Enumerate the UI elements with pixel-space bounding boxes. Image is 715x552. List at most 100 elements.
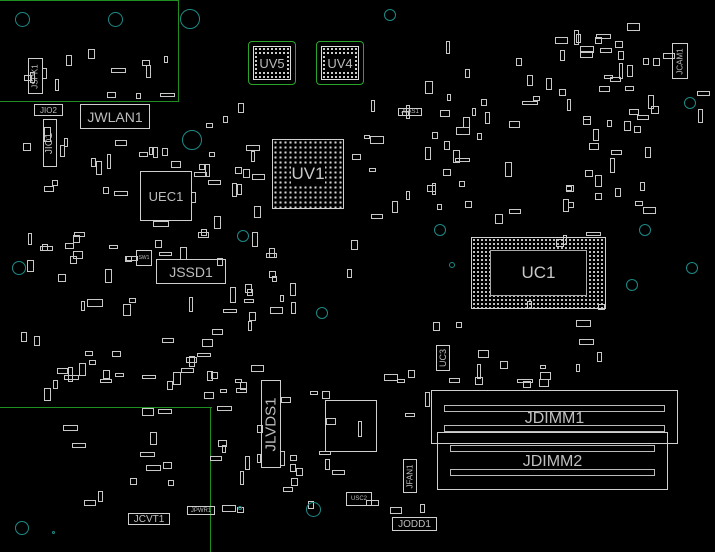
smd-pad <box>141 60 150 67</box>
smd-pad <box>595 175 603 187</box>
component-bga-socket[interactable] <box>325 400 377 452</box>
component-uv1[interactable]: UV1 <box>272 139 344 209</box>
component-label: JDIMM1 <box>524 410 585 427</box>
smd-pad <box>222 504 237 512</box>
smd-pad <box>162 147 169 156</box>
component-jio2[interactable]: JIO2 <box>34 104 63 116</box>
smd-pad <box>559 50 566 61</box>
component-uec1[interactable]: UEC1 <box>140 171 192 221</box>
component-uv5[interactable]: UV5 <box>248 41 296 85</box>
component-label: JLAS1 <box>401 109 419 115</box>
smd-pad <box>396 378 405 384</box>
smd-pad <box>250 151 255 162</box>
component-label: USC2 <box>350 496 367 502</box>
smd-pad <box>40 246 53 251</box>
smd-pad <box>240 470 245 486</box>
smd-pad <box>199 163 205 170</box>
smd-pad <box>214 216 222 230</box>
component-usc2[interactable]: USC2 <box>346 492 372 506</box>
smd-pad <box>222 445 227 453</box>
smd-pad <box>282 486 294 492</box>
component-label: JLVDS1 <box>262 397 280 451</box>
component-jlas1[interactable]: JLAS1 <box>398 108 422 116</box>
smd-pad <box>653 58 660 66</box>
smd-pad <box>573 30 579 45</box>
smd-pad <box>212 328 223 335</box>
smd-pad <box>607 119 612 127</box>
component-jwlan1[interactable]: JWLAN1 <box>80 104 150 129</box>
smd-pad <box>243 298 255 304</box>
smd-pad <box>593 129 599 141</box>
component-jdimm1[interactable]: JDIMM1 <box>431 390 678 444</box>
component-jio1[interactable]: JIO1 <box>43 119 57 167</box>
mounting-hole <box>639 224 651 236</box>
component-jcvt1[interactable]: JCVT1 <box>128 513 170 525</box>
component-jpwr1[interactable]: JPWR1 <box>187 506 215 515</box>
smd-pad <box>146 64 151 78</box>
smd-pad <box>545 77 553 90</box>
smd-pad <box>390 506 402 515</box>
smd-pad <box>363 135 370 140</box>
smd-pad <box>113 190 128 197</box>
smd-pad <box>152 146 159 158</box>
mounting-hole <box>684 97 696 109</box>
smd-pad <box>250 364 265 373</box>
component-jspk1[interactable]: JSPK1 <box>28 58 43 94</box>
smd-pad <box>626 22 640 31</box>
smd-pad <box>211 371 219 379</box>
component-jcam1[interactable]: JCAM1 <box>672 43 688 79</box>
smd-pad <box>234 378 243 383</box>
component-label: JFAN1 <box>405 463 415 489</box>
component-uc3[interactable]: UC3 <box>436 345 450 371</box>
smd-pad <box>425 391 430 407</box>
smd-pad <box>163 461 173 469</box>
smd-pad <box>130 477 137 485</box>
smd-pad <box>515 57 523 67</box>
component-jssd1[interactable]: JSSD1 <box>156 259 226 284</box>
smd-pad <box>237 184 243 196</box>
smd-pad <box>270 307 283 314</box>
component-jodd1[interactable]: JODD1 <box>392 517 437 531</box>
smd-pad <box>87 48 95 60</box>
smd-pad <box>477 350 490 358</box>
smd-pad <box>155 240 163 248</box>
smd-pad <box>639 181 645 192</box>
mounting-hole <box>180 9 200 29</box>
component-sw1[interactable]: SW1 <box>136 250 152 266</box>
smd-pad <box>208 152 215 158</box>
smd-pad <box>324 459 330 470</box>
smd-pad <box>107 153 112 170</box>
smd-pad <box>247 288 253 297</box>
smd-pad <box>56 367 68 374</box>
mounting-hole <box>107 11 123 27</box>
component-jfan1[interactable]: JFAN1 <box>403 459 417 493</box>
smd-pad <box>142 374 157 380</box>
component-jdimm2[interactable]: JDIMM2 <box>437 432 668 490</box>
smd-pad <box>406 105 411 120</box>
component-label: JCAM1 <box>675 47 685 75</box>
smd-pad <box>575 319 591 327</box>
component-uv4[interactable]: UV4 <box>316 41 364 85</box>
smd-pad <box>43 186 55 193</box>
smd-pad <box>600 48 612 53</box>
smd-pad <box>236 506 244 513</box>
smd-pad <box>610 77 622 82</box>
smd-pad <box>23 142 31 151</box>
smd-pad <box>629 108 639 115</box>
smd-pad <box>554 36 569 44</box>
smd-pad <box>499 361 508 370</box>
smd-pad <box>114 373 124 378</box>
component-jlvds1[interactable]: JLVDS1 <box>261 380 281 468</box>
mounting-hole <box>316 307 328 319</box>
smd-pad <box>576 33 582 43</box>
component-label: UC3 <box>438 348 449 368</box>
component-label: JIO1 <box>44 132 56 154</box>
smd-pad <box>540 372 551 381</box>
component-uc1[interactable]: UC1 <box>471 237 606 309</box>
smd-pad <box>576 364 581 372</box>
smd-pad <box>471 108 477 116</box>
smd-pad <box>251 231 259 247</box>
smd-pad <box>162 338 175 343</box>
smd-pad <box>245 283 253 293</box>
